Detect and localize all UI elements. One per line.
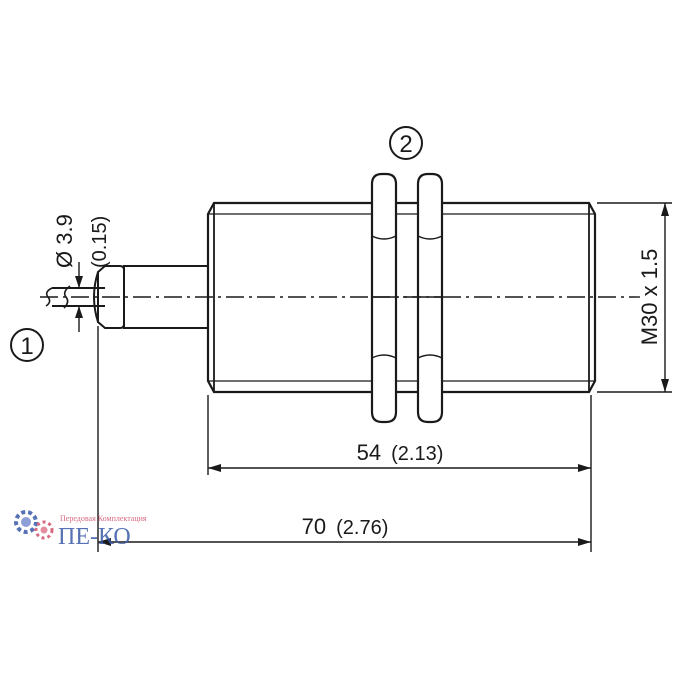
cable-diameter-dimension	[75, 262, 83, 332]
body-length-label: 54 (2.13)	[357, 440, 444, 465]
total-length-label: 70 (2.76)	[302, 514, 389, 539]
sensor-body	[206, 201, 597, 394]
thread-dimension	[597, 202, 672, 393]
total-length-dimension	[98, 538, 591, 546]
gear-small-icon	[34, 520, 54, 540]
cable-diameter-inch-label: (0.15)	[89, 216, 111, 268]
total-length-in: (2.76)	[336, 517, 388, 539]
watermark-tagline: Передовая Комплектация	[60, 514, 147, 523]
cable-gland-nose	[93, 271, 99, 323]
mounting-nut-right	[416, 172, 444, 424]
callout-nuts-label: 2	[399, 131, 412, 158]
callout-cable: 1	[10, 328, 44, 362]
total-length-mm: 70	[302, 514, 326, 539]
callout-nuts: 2	[389, 126, 423, 160]
body-length-dimension	[208, 464, 591, 472]
extension-lines	[97, 326, 592, 552]
body-length-in: (2.13)	[391, 443, 443, 465]
cable-diameter-label: Ø 3.9	[52, 214, 77, 268]
thread-label: M30 x 1.5	[637, 249, 662, 346]
mounting-nut-left	[370, 172, 398, 424]
watermark-name: ПЕ-КО	[58, 524, 131, 550]
body-length-mm: 54	[357, 440, 381, 465]
callout-cable-label: 1	[20, 333, 33, 360]
gear-icon	[14, 510, 38, 534]
watermark-logo: Передовая Комплектация ПЕ-КО	[14, 510, 147, 550]
